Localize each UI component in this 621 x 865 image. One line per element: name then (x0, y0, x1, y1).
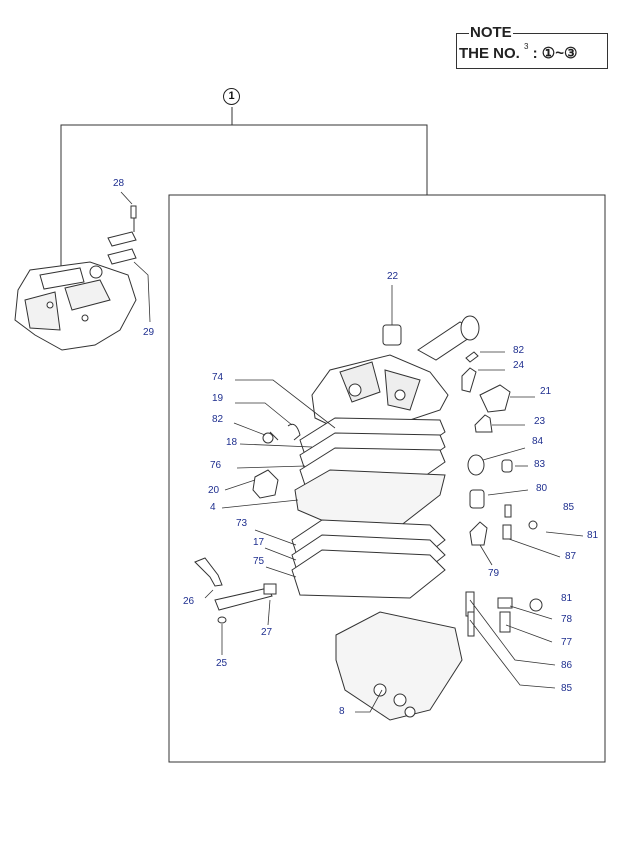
part-label-24: 24 (513, 360, 525, 371)
part-label-4: 4 (210, 502, 216, 513)
part-label-78: 78 (561, 614, 573, 625)
part-label-73: 73 (236, 518, 248, 529)
assembly-marker-circle: 1 (223, 88, 240, 105)
note-superscript: 3 (524, 42, 529, 51)
leader-lines (204, 285, 584, 713)
part-label-28: 28 (113, 178, 125, 189)
gaskets-and-plates (291, 417, 463, 721)
note-text: THE NO. 3 : ①~③ (459, 42, 578, 62)
part-label-22: 22 (387, 271, 399, 282)
part-label-25: 25 (216, 658, 228, 669)
part-label-79: 79 (488, 568, 500, 579)
part-label-74: 74 (212, 372, 224, 383)
part-label-77: 77 (561, 637, 573, 648)
part-label-86: 86 (561, 660, 573, 671)
valve-body-upper (311, 315, 480, 431)
part-label-8: 8 (339, 706, 345, 717)
assembly-bracket (60, 124, 428, 268)
part-label-26: 26 (183, 596, 195, 607)
small-parts (194, 351, 543, 637)
part-label-17: 17 (253, 537, 265, 548)
part-label-81-lower: 81 (561, 593, 573, 604)
part-label-82-left: 82 (212, 414, 224, 425)
part-label-87: 87 (565, 551, 577, 562)
part-label-23: 23 (534, 416, 546, 427)
note-title: NOTE (469, 24, 513, 41)
valve-body-assembly-small (14, 205, 137, 351)
note-range: : ①~③ (532, 45, 578, 62)
note-box: NOTE THE NO. 3 : ①~③ (456, 25, 608, 69)
part-label-85-lower: 85 (561, 683, 573, 694)
part-label-85-upper: 85 (563, 502, 575, 513)
part-label-21: 21 (540, 386, 552, 397)
part-label-18: 18 (226, 437, 238, 448)
part-label-75: 75 (253, 556, 265, 567)
part-label-27: 27 (261, 627, 273, 638)
part-label-81-upper: 81 (587, 530, 599, 541)
part-label-82: 82 (513, 345, 525, 356)
part-label-19: 19 (212, 393, 224, 404)
part-label-80: 80 (536, 483, 548, 494)
part-label-83: 83 (534, 459, 546, 470)
valve-body-frame (168, 194, 606, 763)
part-label-84: 84 (532, 436, 544, 447)
part-label-20: 20 (208, 485, 220, 496)
part-label-76: 76 (210, 460, 222, 471)
note-prefix: THE NO. (459, 45, 520, 62)
part-label-29: 29 (143, 327, 155, 338)
